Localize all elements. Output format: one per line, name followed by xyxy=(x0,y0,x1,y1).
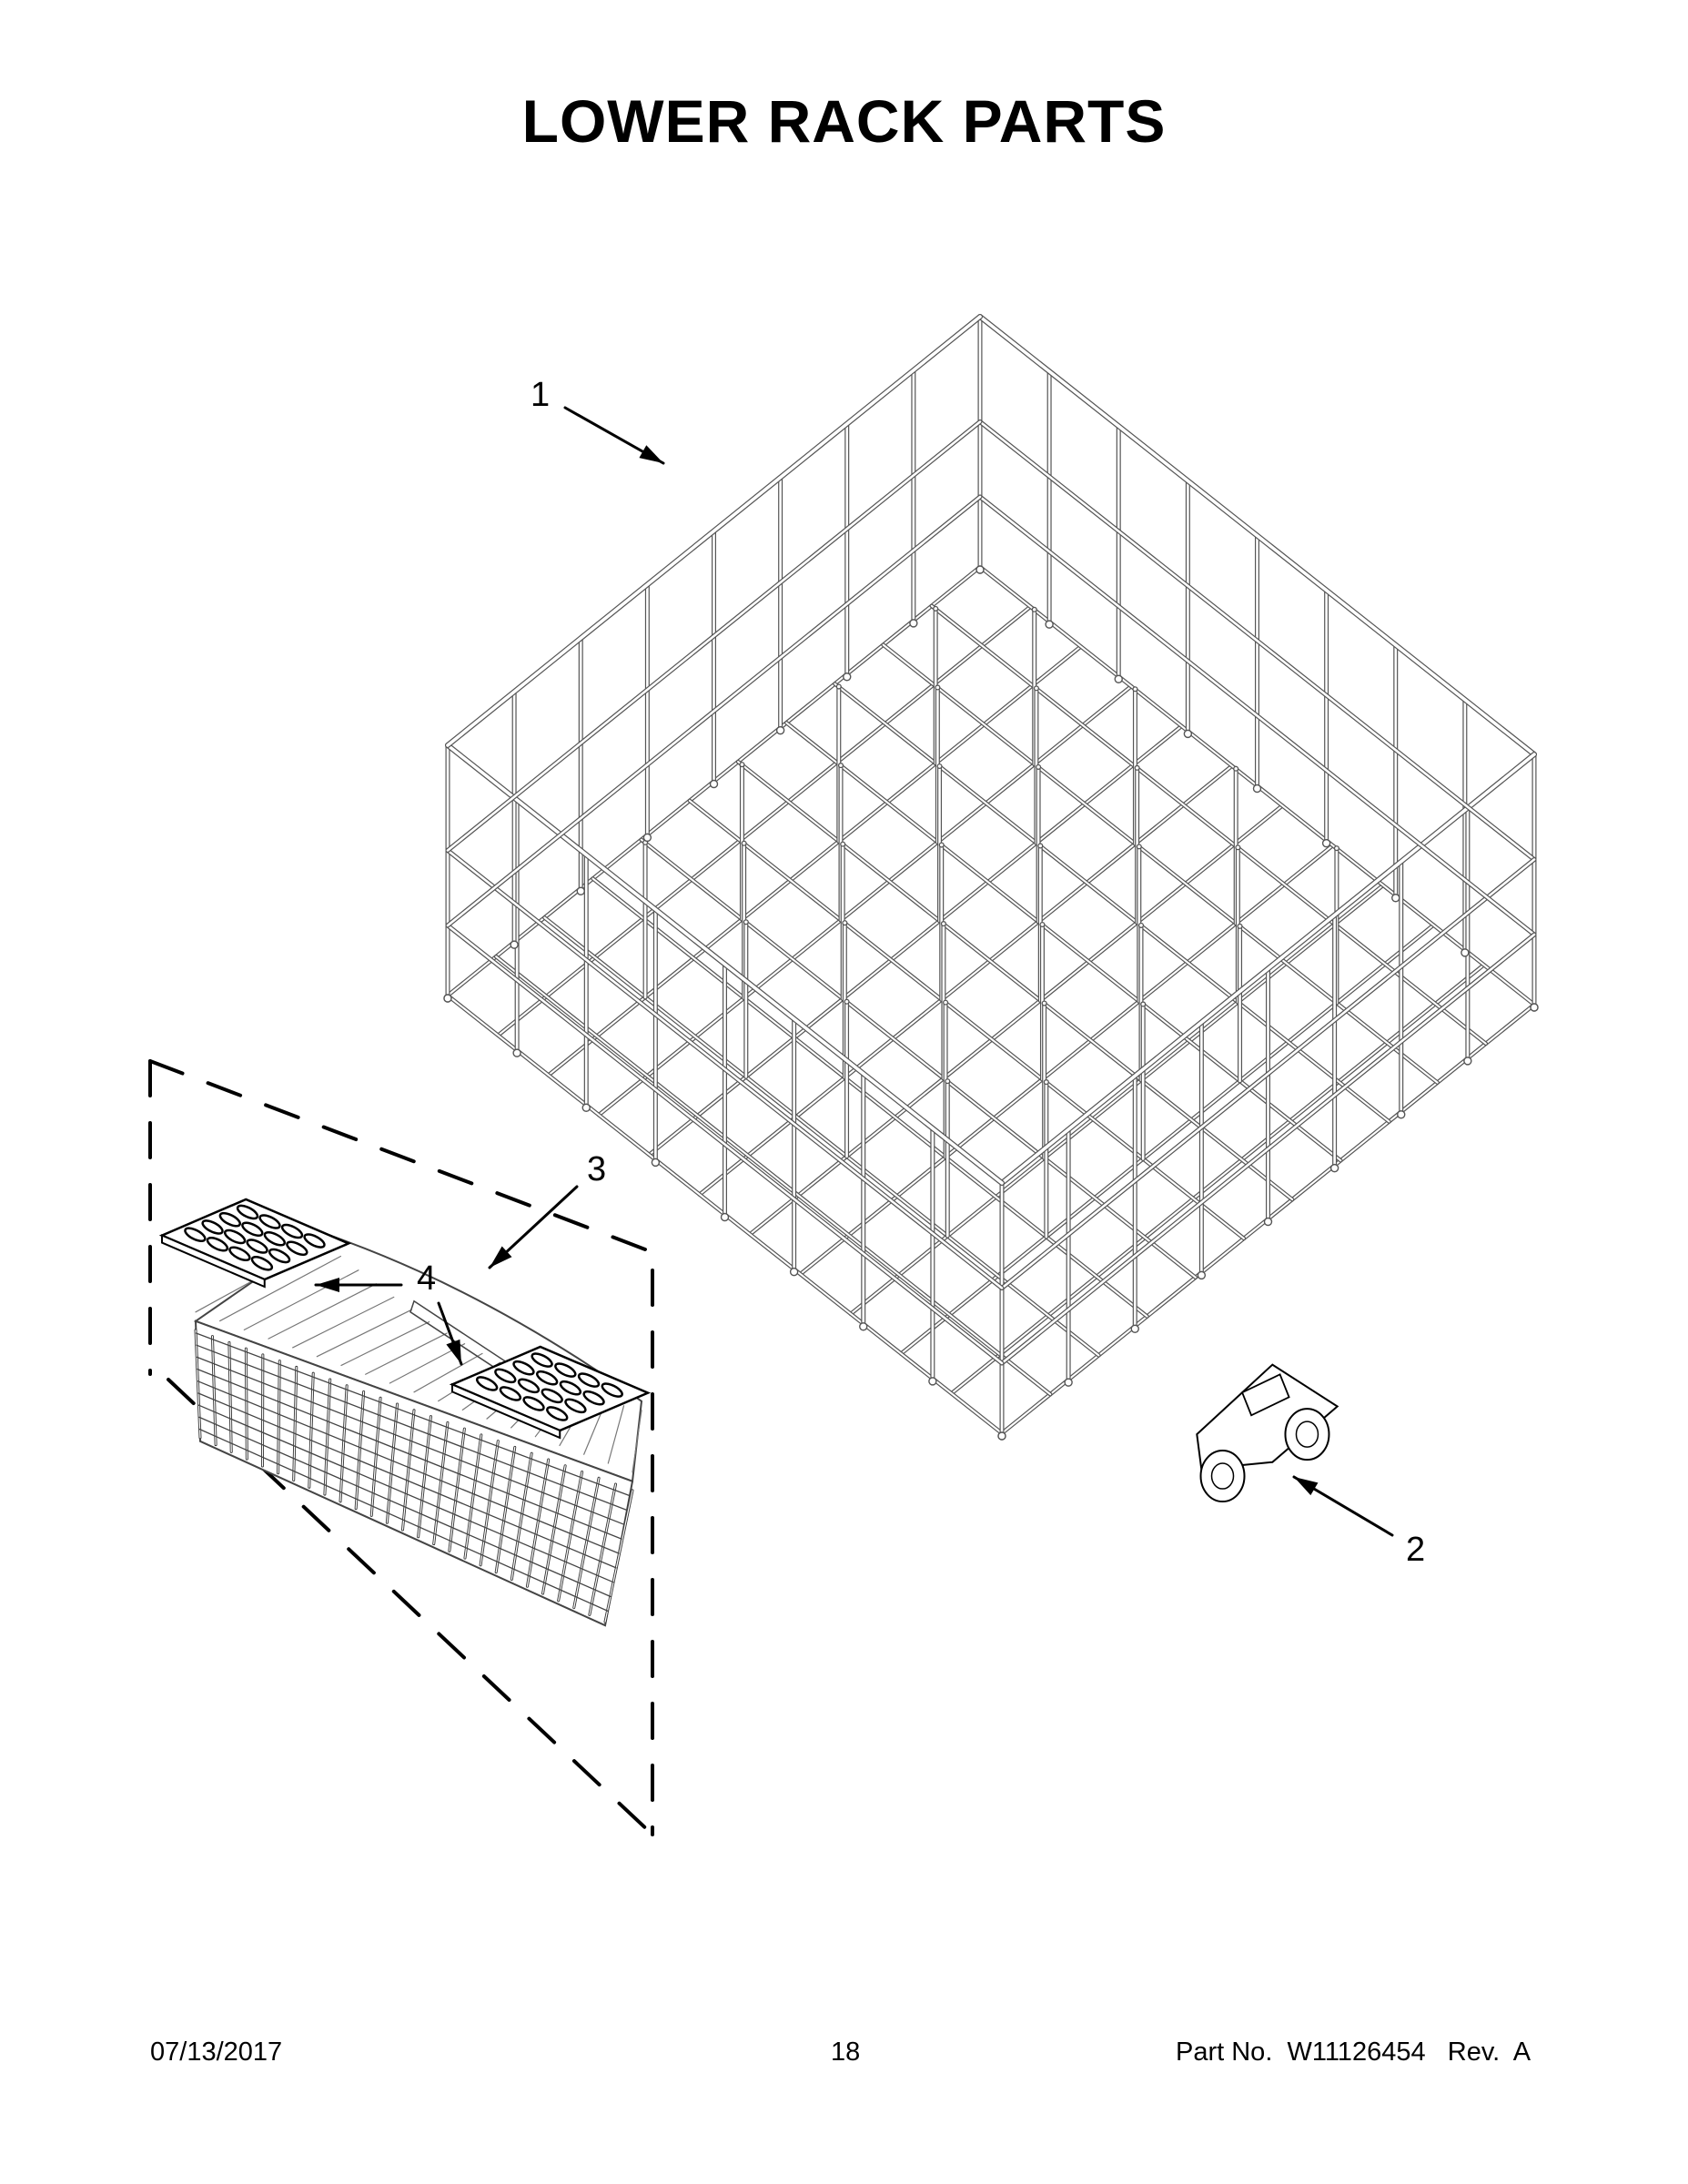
callout-3: 3 xyxy=(587,1150,607,1188)
rack-wheel-drawing xyxy=(1196,1363,1339,1503)
callout-4: 4 xyxy=(417,1259,437,1298)
footer-part-number: Part No. W11126454 Rev. A xyxy=(1176,2037,1531,2067)
footer-date: 07/13/2017 xyxy=(150,2037,283,2067)
callout-2: 2 xyxy=(1406,1531,1426,1569)
callout-arrows xyxy=(314,406,1394,1537)
page-title: LOWER RACK PARTS xyxy=(521,87,1167,155)
footer-page-number: 18 xyxy=(831,2037,861,2067)
callout-1: 1 xyxy=(531,376,551,414)
basket-cover-drawings xyxy=(158,1198,652,1440)
lower-rack-drawing xyxy=(443,314,1539,1441)
basket-assembly-dashed-box xyxy=(148,1059,654,1836)
